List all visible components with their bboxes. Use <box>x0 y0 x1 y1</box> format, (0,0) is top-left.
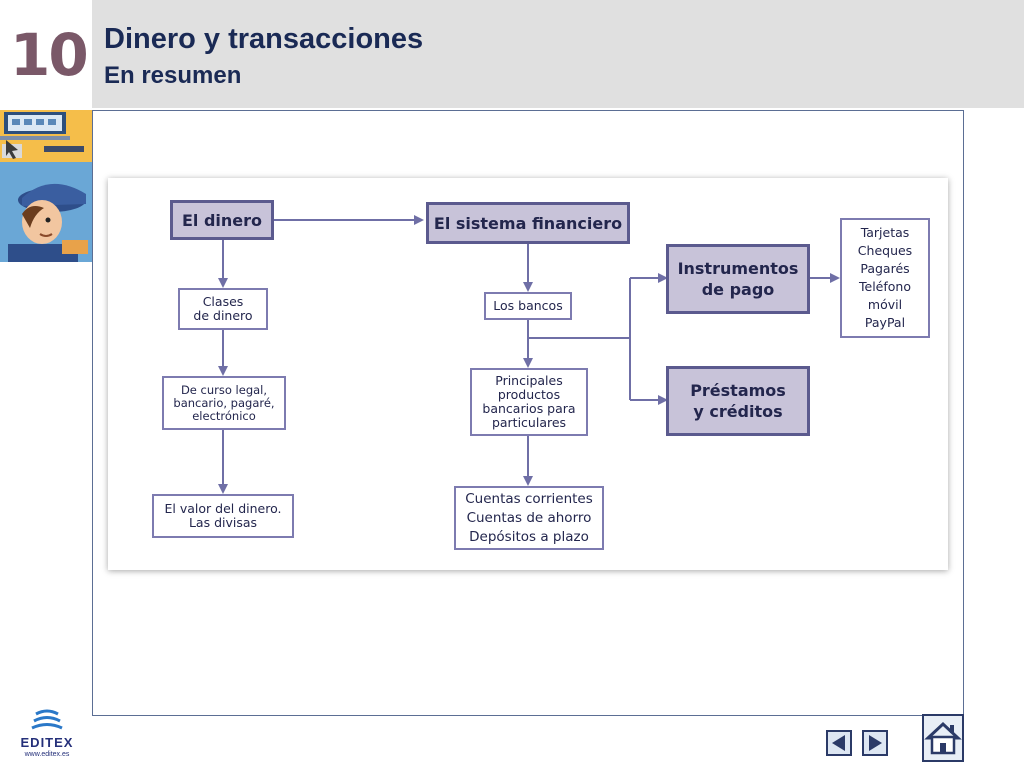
previous-button[interactable] <box>826 730 852 756</box>
page-subtitle: En resumen <box>104 62 242 89</box>
node-curso-legal-label: De curso legal, bancario, pagaré, electr… <box>173 382 275 423</box>
node-curso-legal: De curso legal, bancario, pagaré, electr… <box>162 376 286 430</box>
previous-arrow-icon <box>832 735 845 751</box>
node-instrumentos-pago: Instrumentos de pago <box>666 244 810 314</box>
node-cuentas: Cuentas corrientes Cuentas de ahorro Dep… <box>454 486 604 550</box>
logo-text: EDITEX <box>20 735 74 750</box>
node-clases-dinero-label: Clases de dinero <box>193 294 253 323</box>
header-band <box>92 0 1024 108</box>
node-cuentas-label: Cuentas corrientes Cuentas de ahorro Dep… <box>465 490 593 545</box>
node-medios-pago: Tarjetas Cheques Pagarés Teléfono móvil … <box>840 218 930 338</box>
node-productos-bancarios-label: Principales productos bancarios para par… <box>482 373 576 430</box>
node-los-bancos: Los bancos <box>484 292 572 320</box>
node-valor-dinero-label: El valor del dinero. Las divisas <box>164 501 282 530</box>
node-medios-pago-label: Tarjetas Cheques Pagarés Teléfono móvil … <box>857 225 913 330</box>
node-los-bancos-label: Los bancos <box>493 298 563 313</box>
node-sistema-financiero: El sistema financiero <box>426 202 630 244</box>
next-button[interactable] <box>862 730 888 756</box>
editex-logo[interactable]: EDITEX www.editex.es <box>14 708 80 762</box>
logo-url: www.editex.es <box>24 751 70 758</box>
node-clases-dinero: Clases de dinero <box>178 288 268 330</box>
node-prestamos-creditos-label: Préstamos y créditos <box>690 381 786 421</box>
node-productos-bancarios: Principales productos bancarios para par… <box>470 368 588 436</box>
node-instrumentos-pago-label: Instrumentos de pago <box>677 259 799 299</box>
concept-map: El dinero El sistema financiero Clases d… <box>108 178 948 570</box>
node-el-dinero-label: El dinero <box>181 210 263 230</box>
node-el-dinero: El dinero <box>170 200 274 240</box>
node-valor-dinero: El valor del dinero. Las divisas <box>152 494 294 538</box>
home-icon <box>924 721 962 755</box>
side-illustration <box>0 110 92 262</box>
node-prestamos-creditos: Préstamos y créditos <box>666 366 810 436</box>
home-button[interactable] <box>922 714 964 762</box>
node-sistema-financiero-label: El sistema financiero <box>433 213 623 233</box>
connector-layer <box>218 215 840 494</box>
next-arrow-icon <box>869 735 882 751</box>
unit-number: 10 <box>10 21 89 89</box>
page-title: Dinero y transacciones <box>104 23 424 55</box>
editex-logo-icon <box>31 709 63 730</box>
